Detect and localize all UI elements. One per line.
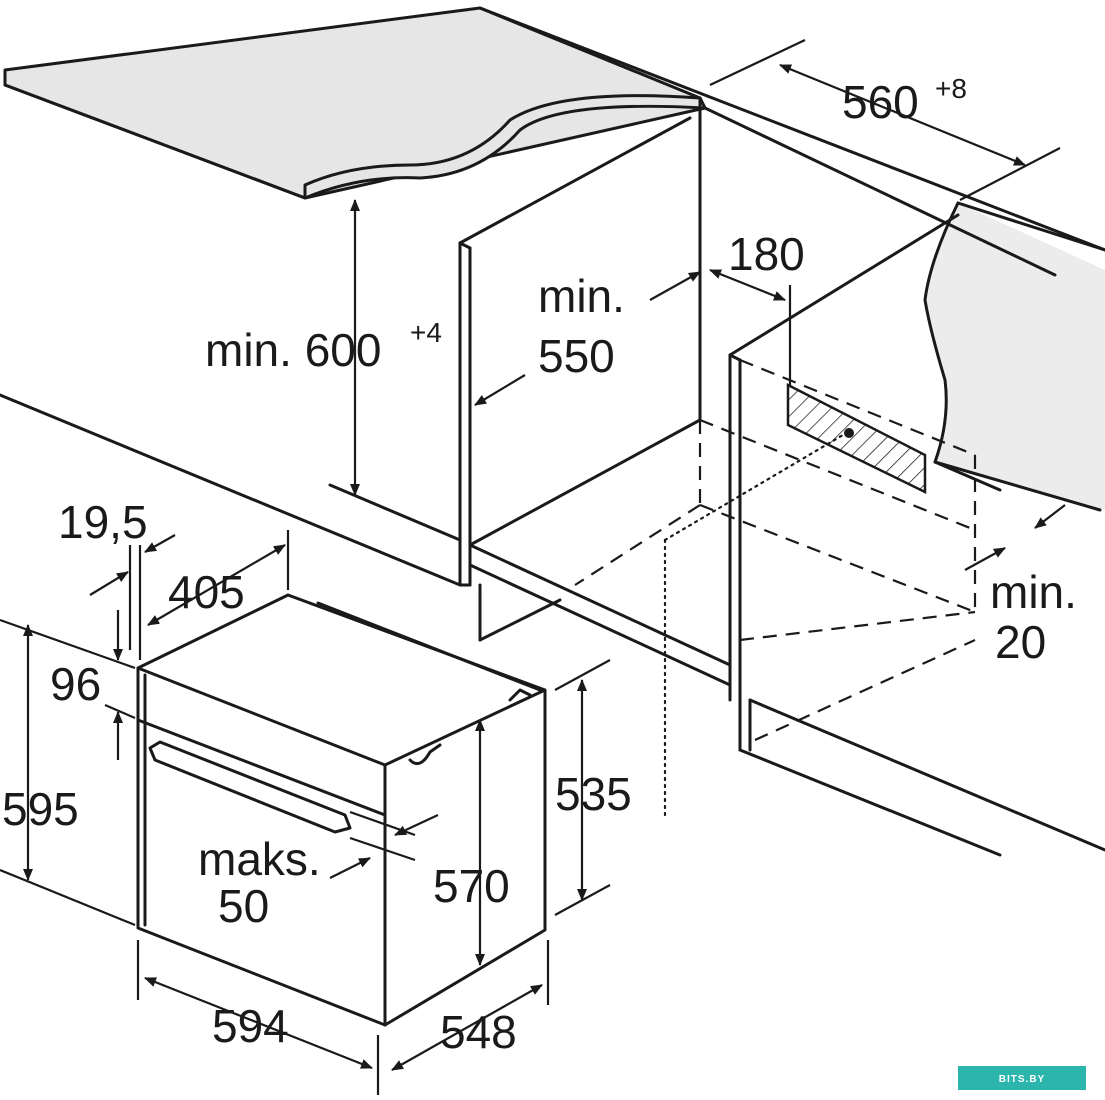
- niche-width-tolerance: +8: [935, 73, 967, 104]
- total-height-label: 595: [2, 783, 79, 835]
- countertop: [3, 6, 707, 200]
- panel-height-label: 96: [50, 658, 101, 710]
- handle-length-label: 405: [168, 566, 245, 618]
- cabinet-height-label: min. 600: [205, 324, 381, 376]
- inner-height-label: 570: [433, 860, 510, 912]
- cabinet-height-tolerance: +4: [410, 317, 442, 348]
- front-offset-label: 19,5: [58, 496, 148, 548]
- vent-opening: [786, 382, 927, 495]
- handle-projection-label-top: maks.: [198, 833, 321, 885]
- total-width-label: 594: [212, 1000, 289, 1052]
- niche-width-label: 560: [842, 76, 919, 128]
- watermark-badge: BITS.BY: [958, 1066, 1086, 1090]
- handle-projection-label-bottom: 50: [218, 880, 269, 932]
- hidden-lines: [574, 358, 977, 822]
- dimension-lines: [0, 39, 1066, 1095]
- side-gap-label-top: min.: [990, 566, 1077, 618]
- oven: [136, 593, 547, 1027]
- vent-offset-label: 180: [728, 228, 805, 280]
- cabinet-height-value: 600: [305, 324, 382, 376]
- cabinet-depth-label-top: min.: [538, 270, 625, 322]
- cabinet-depth-label-bottom: 550: [538, 330, 615, 382]
- wall-panel: [923, 201, 1105, 512]
- cabinet-height-prefix: min.: [205, 324, 305, 376]
- watermark-text: BITS.BY: [999, 1074, 1045, 1085]
- body-height-label: 535: [555, 768, 632, 820]
- total-depth-label: 548: [440, 1006, 517, 1058]
- side-gap-label-bottom: 20: [995, 616, 1046, 668]
